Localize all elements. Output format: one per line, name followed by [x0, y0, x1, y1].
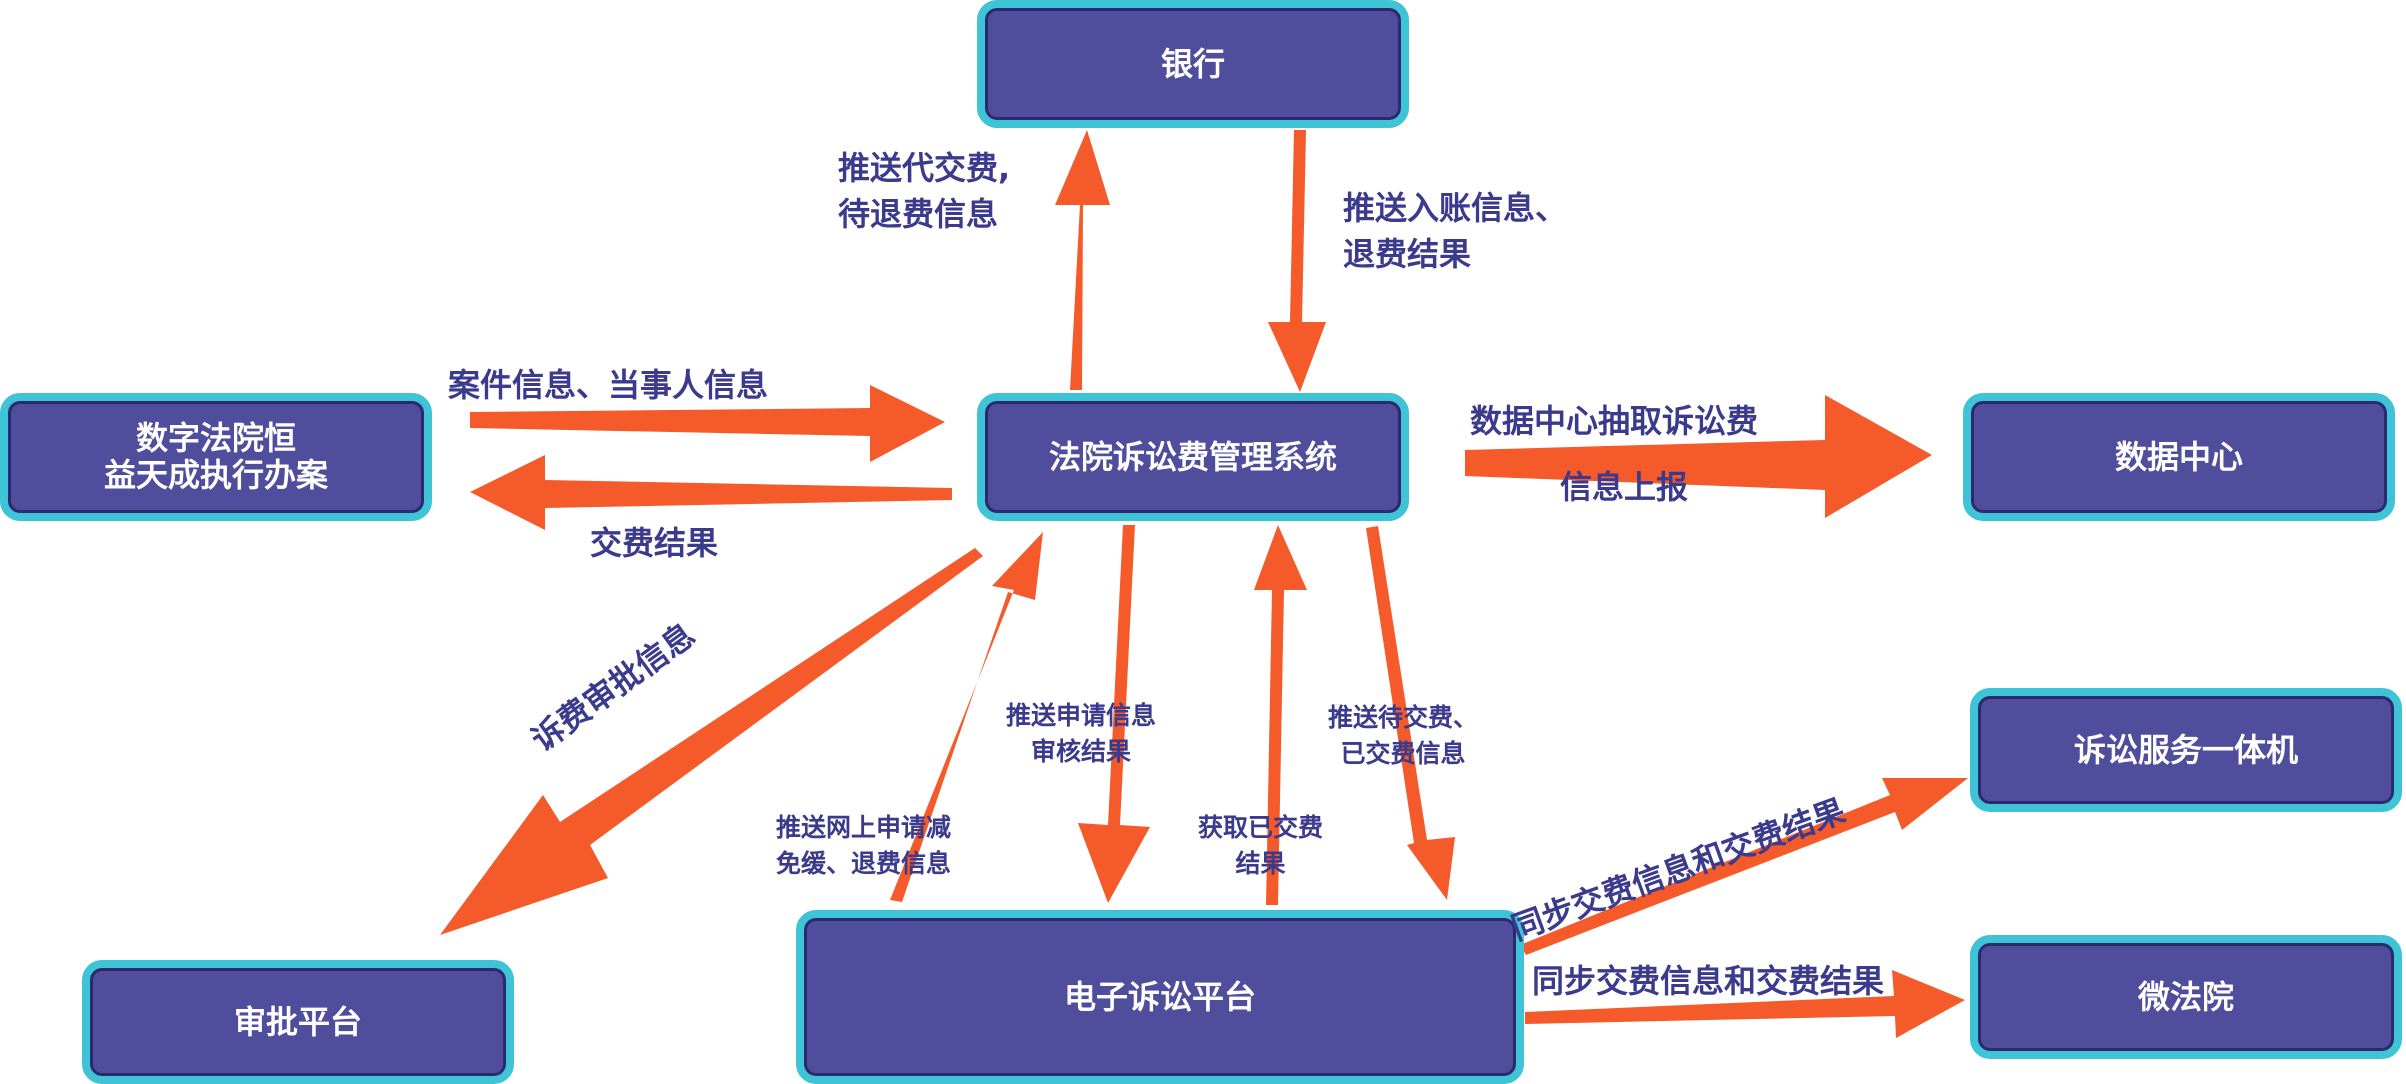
- node-approval-platform-label: 审批平台: [233, 1002, 362, 1041]
- node-digital-court-label: 数字法院恒 益天成执行办案: [103, 419, 328, 494]
- node-service-kiosk-label: 诉讼服务一体机: [2073, 730, 2298, 769]
- arrow-bank-to-core: [1268, 130, 1326, 392]
- arrow-elit-to-core-paid: [1254, 525, 1307, 905]
- arrow-elit-to-core-online: [890, 532, 1043, 902]
- node-e-litigation-platform-label: 电子诉讼平台: [1063, 977, 1256, 1016]
- label-sync-micro: 同步交费信息和交费结果: [1532, 962, 1885, 1000]
- arrow-core-to-datacenter: [1465, 395, 1932, 518]
- node-service-kiosk: 诉讼服务一体机: [1970, 688, 2402, 812]
- arrow-core-to-approval: [440, 548, 983, 935]
- arrow-elit-to-micro: [1525, 970, 1965, 1038]
- label-push-pending: 推送待交费、 已交费信息: [1328, 703, 1479, 769]
- label-push-apply: 推送申请信息 审核结果: [1006, 701, 1157, 767]
- node-micro-court-label: 微法院: [2137, 977, 2234, 1016]
- node-core-system: 法院诉讼费管理系统: [977, 393, 1409, 521]
- arrow-elit-to-kiosk: [1520, 778, 1968, 955]
- label-payment-result: 交费结果: [590, 524, 719, 562]
- arrow-digital-to-core: [470, 385, 945, 462]
- node-e-litigation-platform: 电子诉讼平台: [796, 910, 1524, 1084]
- node-digital-court: 数字法院恒 益天成执行办案: [0, 393, 432, 521]
- label-push-online: 推送网上申请减 免缓、退费信息: [776, 813, 952, 879]
- node-micro-court: 微法院: [1970, 935, 2402, 1059]
- arrow-core-to-bank: [1055, 130, 1110, 390]
- label-push-payment: 推送代交费, 待退费信息: [838, 149, 1011, 234]
- node-core-system-label: 法院诉讼费管理系统: [1048, 437, 1337, 476]
- label-data-extract-2: 信息上报: [1560, 468, 1689, 506]
- label-get-paid: 获取已交费 结果: [1198, 813, 1324, 879]
- label-data-extract-1: 数据中心抽取诉讼费: [1470, 402, 1759, 440]
- label-case-info: 案件信息、当事人信息: [448, 366, 769, 404]
- label-push-entry: 推送入账信息、 退费结果: [1343, 189, 1568, 274]
- node-data-center-label: 数据中心: [2114, 437, 2243, 476]
- node-bank-label: 银行: [1160, 44, 1225, 83]
- node-bank: 银行: [977, 0, 1409, 128]
- node-data-center: 数据中心: [1963, 393, 2395, 521]
- arrow-core-to-elit-pending: [1366, 526, 1455, 900]
- arrow-core-to-digital: [470, 455, 952, 530]
- arrow-core-to-elit-apply: [1078, 525, 1150, 903]
- node-approval-platform: 审批平台: [82, 960, 514, 1084]
